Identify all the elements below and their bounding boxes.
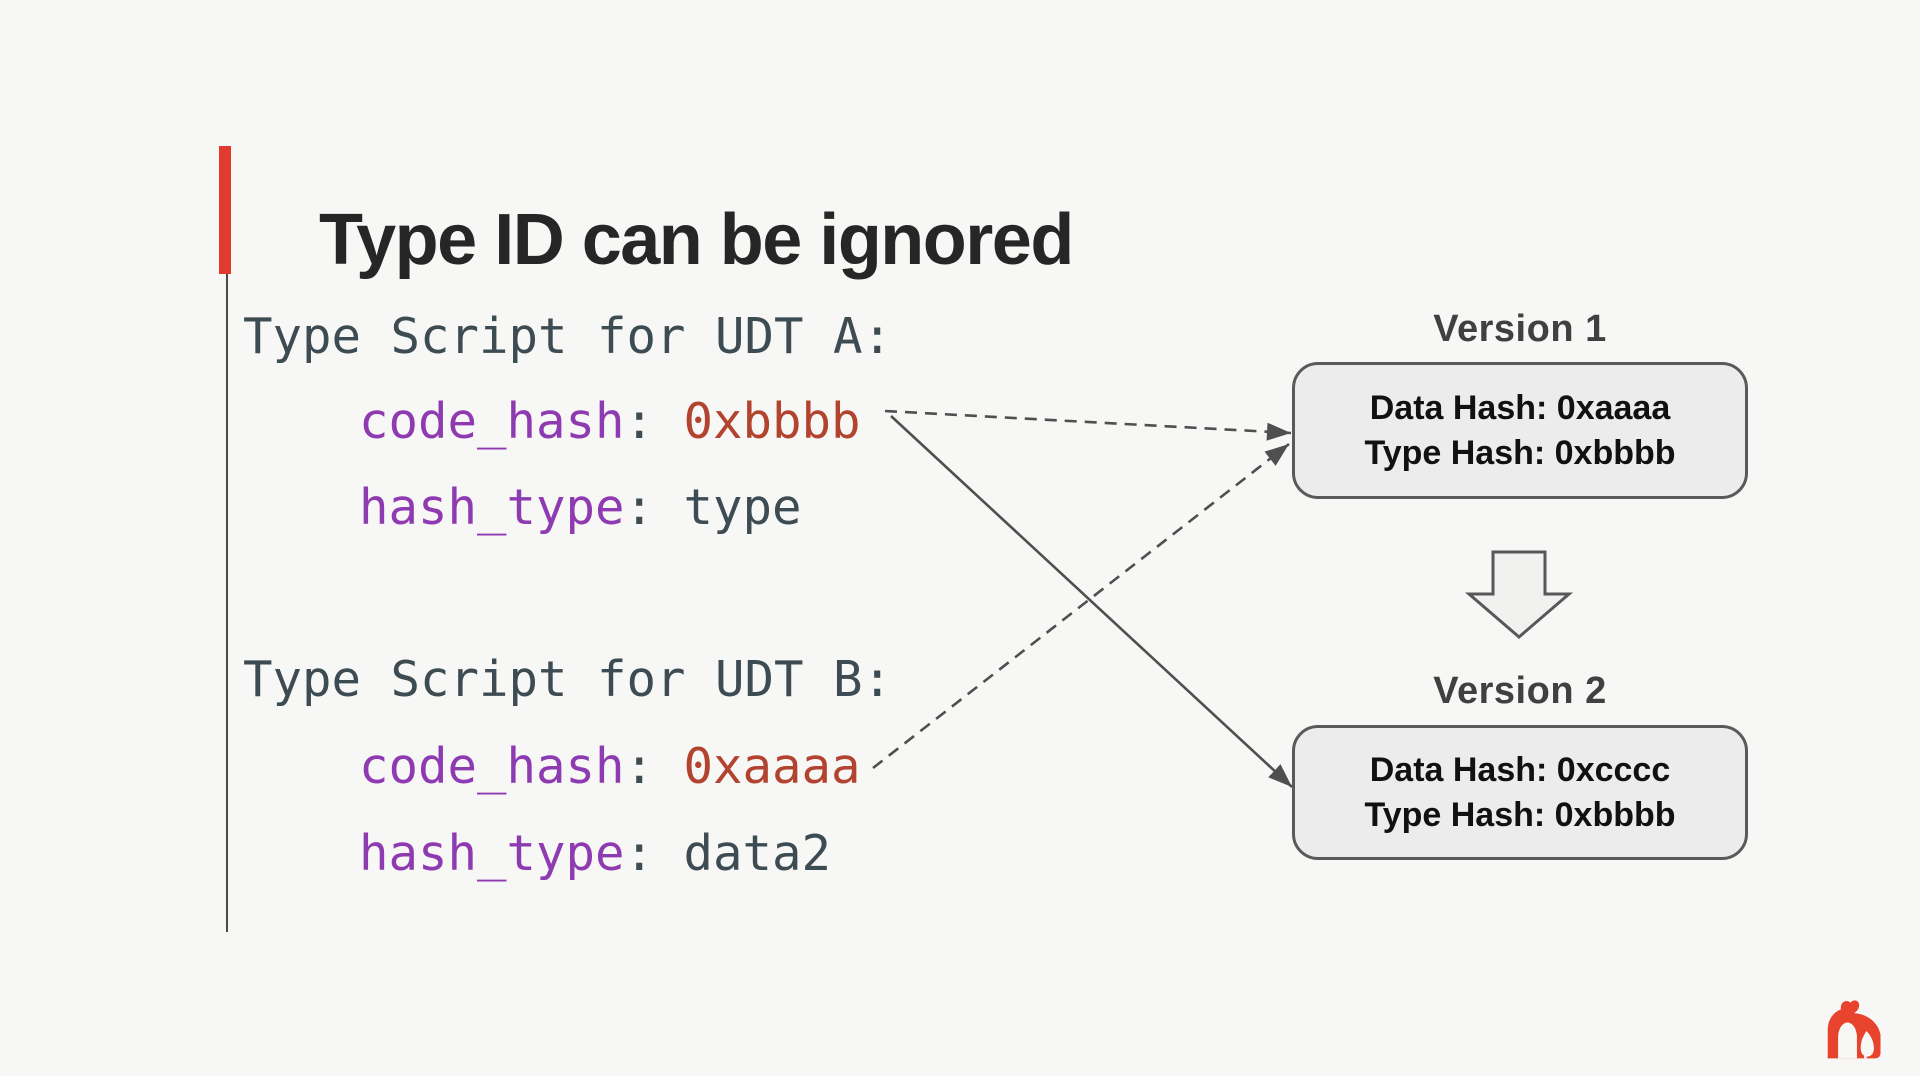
code-keyword: code_hash — [359, 738, 625, 795]
type-hash-line: Type Hash: 0xbbbb — [1364, 795, 1676, 834]
version-1-label: Version 1 — [1433, 308, 1607, 350]
version-2-box: Data Hash: 0xcccc Type Hash: 0xbbbb — [1292, 725, 1748, 860]
block-down-arrow-icon — [1464, 550, 1574, 639]
code-keyword: hash_type — [359, 479, 625, 536]
code-line-udt-b-code-hash: code_hash: 0xaaaa — [359, 742, 861, 791]
code-separator: : — [624, 825, 684, 882]
code-plain-value: type — [683, 479, 802, 536]
code-separator: : — [624, 479, 684, 536]
version-1-box: Data Hash: 0xaaaa Type Hash: 0xbbbb — [1292, 362, 1748, 499]
code-hash-value: 0xbbbb — [683, 393, 861, 450]
code-line-udt-a-code-hash: code_hash: 0xbbbb — [359, 397, 861, 446]
dashed-arrow-aaaa-to-version1 — [872, 442, 1290, 770]
code-separator: : — [624, 738, 684, 795]
solid-arrow-bbbb-to-version2 — [890, 415, 1293, 788]
code-plain-value: data2 — [683, 825, 832, 882]
code-keyword: code_hash — [359, 393, 625, 450]
accent-bar — [219, 146, 231, 274]
type-hash-line: Type Hash: 0xbbbb — [1364, 433, 1676, 472]
code-hash-value: 0xaaaa — [683, 738, 861, 795]
code-line-udt-a-hash-type: hash_type: type — [359, 483, 802, 532]
vertical-divider-line — [226, 274, 228, 932]
gorilla-logo-icon — [1827, 1000, 1881, 1059]
code-line-udt-b-hash-type: hash_type: data2 — [359, 829, 831, 878]
data-hash-line: Data Hash: 0xaaaa — [1369, 388, 1671, 427]
version-2-label: Version 2 — [1433, 670, 1607, 712]
data-hash-line: Data Hash: 0xcccc — [1369, 750, 1671, 789]
code-line-udt-b-header: Type Script for UDT B: — [243, 655, 892, 704]
dashed-arrow-bbbb-to-version1 — [884, 409, 1292, 441]
code-text: Type Script for UDT B: — [243, 651, 893, 708]
code-separator: : — [624, 393, 684, 450]
page-title: Type ID can be ignored — [319, 200, 1074, 281]
code-line-udt-a-header: Type Script for UDT A: — [243, 312, 892, 361]
code-text: Type Script for UDT A: — [243, 308, 893, 365]
code-keyword: hash_type — [359, 825, 625, 882]
